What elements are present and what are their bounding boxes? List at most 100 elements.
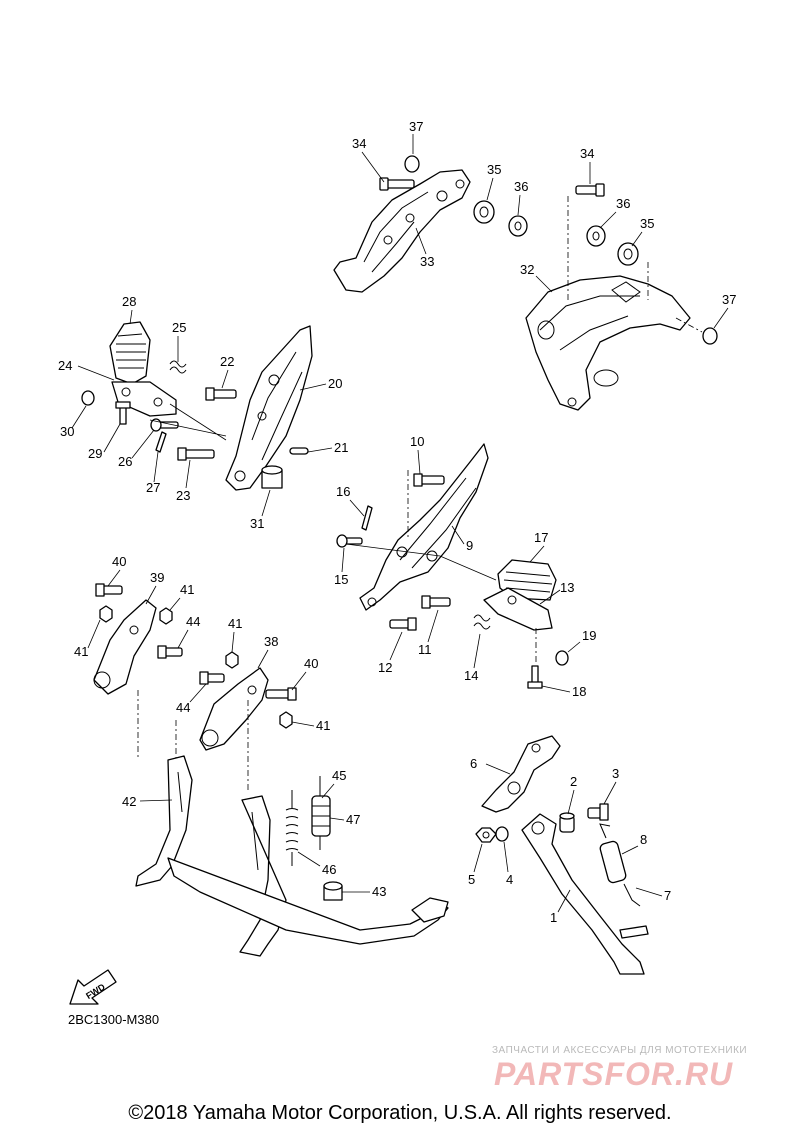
bolt-3 bbox=[587, 803, 609, 821]
callout-41c: 41 bbox=[228, 616, 242, 631]
ball-30 bbox=[81, 390, 95, 406]
callout-41d: 41 bbox=[316, 718, 330, 733]
copyright-footer: ©2018 Yamaha Motor Corporation, U.S.A. A… bbox=[128, 1102, 672, 1124]
callout-3: 3 bbox=[612, 766, 619, 781]
callout-24: 24 bbox=[58, 358, 72, 373]
nut-41-a bbox=[159, 607, 173, 625]
callout-14: 14 bbox=[464, 668, 478, 683]
callout-12: 12 bbox=[378, 660, 392, 675]
bolt-11 bbox=[421, 595, 451, 609]
callout-11: 11 bbox=[418, 642, 432, 657]
rear-footrest-bracket-left bbox=[333, 169, 471, 293]
fwd-arrow-icon: FWD bbox=[69, 969, 117, 1005]
stand-centre-lines bbox=[137, 690, 249, 790]
callouts: 37 34 35 36 33 34 36 35 32 37 28 25 22 2… bbox=[58, 119, 736, 925]
spring-46 bbox=[285, 790, 299, 866]
nut-41-b bbox=[99, 605, 113, 623]
callout-44a: 44 bbox=[186, 614, 200, 629]
side-stand-1 bbox=[521, 813, 649, 975]
collar-35-left bbox=[473, 200, 495, 224]
callout-43: 43 bbox=[372, 884, 386, 899]
nut-41-d bbox=[279, 711, 293, 729]
footpeg-28-left bbox=[109, 321, 151, 385]
rear-footrest-bracket-right bbox=[525, 275, 691, 411]
bolt-2 bbox=[559, 812, 575, 833]
diagram-code: 2BC1300-M380 bbox=[68, 1012, 160, 1027]
callout-33: 33 bbox=[420, 254, 434, 269]
callout-23: 23 bbox=[176, 488, 190, 503]
main-stand-42 bbox=[135, 755, 449, 957]
footrest-bracket-right bbox=[359, 443, 489, 611]
damper-21 bbox=[289, 447, 309, 455]
nut-5 bbox=[475, 827, 497, 843]
callout-34b: 34 bbox=[580, 146, 594, 161]
watermark-logo: PARTSFOR.RU bbox=[494, 1056, 734, 1092]
damper-36-right bbox=[586, 225, 606, 247]
callout-37b: 37 bbox=[722, 292, 736, 307]
spring-14 bbox=[473, 614, 491, 630]
callout-36b: 36 bbox=[616, 196, 630, 211]
bolt-22 bbox=[205, 387, 237, 401]
spring-8 bbox=[599, 823, 641, 907]
bolt-23 bbox=[177, 447, 215, 461]
collar-35-right bbox=[617, 242, 639, 266]
footrest-bracket-left bbox=[225, 325, 313, 491]
callout-41a: 41 bbox=[180, 582, 194, 597]
callout-37: 37 bbox=[409, 119, 423, 134]
callout-28: 28 bbox=[122, 294, 136, 309]
callout-15: 15 bbox=[334, 572, 348, 587]
callout-47: 47 bbox=[346, 812, 360, 827]
cotter-pin-16 bbox=[361, 505, 373, 531]
washer-4 bbox=[495, 826, 509, 842]
stand-bracket-39 bbox=[93, 599, 157, 695]
callout-19: 19 bbox=[582, 628, 596, 643]
callout-34: 34 bbox=[352, 136, 366, 151]
ball-19 bbox=[555, 650, 569, 666]
callout-44b: 44 bbox=[176, 700, 190, 715]
callout-35b: 35 bbox=[640, 216, 654, 231]
callout-40: 40 bbox=[112, 554, 126, 569]
bolt-44-left bbox=[157, 645, 183, 659]
callout-30: 30 bbox=[60, 424, 74, 439]
bolt-40-right bbox=[265, 687, 297, 701]
callout-36: 36 bbox=[514, 179, 528, 194]
callout-2: 2 bbox=[570, 774, 577, 789]
cotter-pin-27 bbox=[155, 431, 167, 453]
callout-40b: 40 bbox=[304, 656, 318, 671]
watermark-tagline: ЗАПЧАСТИ И АКСЕССУАРЫ ДЛЯ МОТОТЕХНИКИ bbox=[492, 1045, 748, 1056]
callout-35: 35 bbox=[487, 162, 501, 177]
bolt-10 bbox=[413, 473, 445, 487]
rear-bolt-34-left bbox=[379, 177, 415, 191]
callout-38: 38 bbox=[264, 634, 278, 649]
callout-29: 29 bbox=[88, 446, 102, 461]
callout-10: 10 bbox=[410, 434, 424, 449]
callout-6: 6 bbox=[470, 756, 477, 771]
callout-31: 31 bbox=[250, 516, 264, 531]
washer-37-right bbox=[702, 327, 718, 345]
bolt-18 bbox=[527, 665, 543, 689]
damper-36-left bbox=[508, 215, 528, 237]
callout-9: 9 bbox=[466, 538, 473, 553]
stand-bracket-38 bbox=[199, 667, 269, 751]
callout-4: 4 bbox=[506, 872, 513, 887]
callout-42: 42 bbox=[122, 794, 136, 809]
bolt-40-left bbox=[95, 583, 123, 597]
bolt-12 bbox=[389, 617, 417, 631]
damper-43 bbox=[323, 881, 343, 901]
footrest-pivot-right bbox=[483, 587, 553, 631]
callout-22: 22 bbox=[220, 354, 234, 369]
callout-27: 27 bbox=[146, 480, 160, 495]
callout-32: 32 bbox=[520, 262, 534, 277]
callout-8: 8 bbox=[640, 832, 647, 847]
bolt-29 bbox=[115, 401, 131, 425]
spring-25 bbox=[169, 360, 187, 374]
callout-46: 46 bbox=[322, 862, 336, 877]
callout-13: 13 bbox=[560, 580, 574, 595]
leftside-centre-lines bbox=[149, 403, 227, 441]
collar-31 bbox=[261, 465, 283, 489]
callout-39: 39 bbox=[150, 570, 164, 585]
side-stand-bracket-6 bbox=[481, 735, 561, 813]
callout-25: 25 bbox=[172, 320, 186, 335]
